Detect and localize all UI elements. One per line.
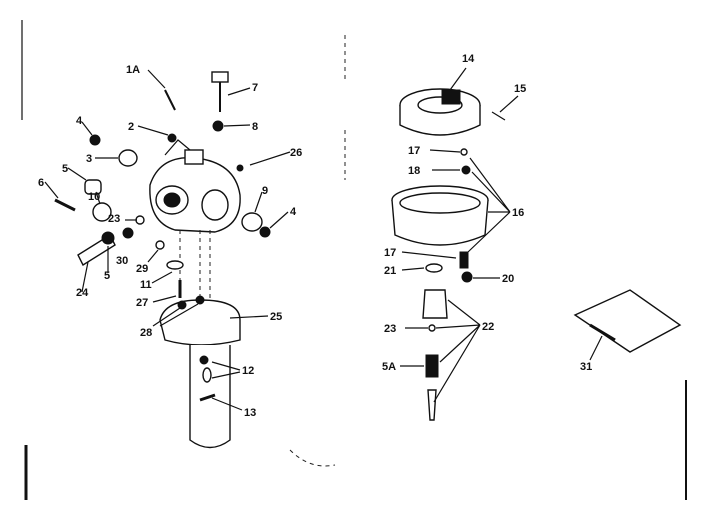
label-5a: 5A [382,361,396,373]
part-20-nut [461,271,473,283]
part-1a-shaft [164,89,176,111]
part-5-lower [101,231,115,245]
label-26: 26 [290,147,302,159]
part-28-b [195,295,205,305]
label-6: 6 [38,177,44,189]
label-23-left: 23 [108,213,120,225]
label-4-right: 4 [290,206,297,218]
label-2: 2 [128,121,134,133]
label-29: 29 [136,263,148,275]
label-31: 31 [580,361,592,373]
part-31-block [573,289,682,353]
label-10: 10 [88,191,100,203]
part-18-ball [461,165,471,175]
label-17-top: 17 [408,145,420,157]
part-29-ball [155,240,165,250]
label-27: 27 [136,297,148,309]
label-11: 11 [140,279,152,291]
part-5a-spring [425,354,439,378]
part-7-lever [211,71,229,83]
part-9-disc [241,212,263,232]
part-8-nut [212,120,224,132]
label-3: 3 [86,153,92,165]
part-4-right [259,226,271,238]
label-14: 14 [462,53,475,65]
label-16: 16 [512,207,524,219]
label-20: 20 [502,273,514,285]
label-13: 13 [244,407,256,419]
label-9: 9 [262,185,268,197]
label-23-right: 23 [384,323,396,335]
part-26-screw [236,164,244,172]
part-22-pin [427,389,437,421]
label-4-top: 4 [76,115,83,127]
label-7: 7 [252,82,258,94]
label-17-lower: 17 [384,247,396,259]
label-15: 15 [514,83,526,95]
label-18: 18 [408,165,420,177]
label-12: 12 [242,365,254,377]
part-2-clip [167,133,177,143]
label-24: 24 [76,287,89,299]
part-6-pin [54,198,76,212]
part-15-clip [491,111,506,121]
part-10-ring [92,202,112,222]
bottom-dashed-curve [289,449,336,467]
label-8: 8 [252,121,258,133]
label-5-top: 5 [62,163,68,175]
part-21-gasket [425,263,443,273]
part-22-valve-seat [422,289,448,319]
part-4-top [89,134,101,146]
part-17-top [460,148,468,156]
label-1a: 1A [126,64,140,76]
label-5-lower: 5 [104,270,110,282]
part-28-a [177,300,187,310]
label-30: 30 [116,255,128,267]
part-3-disc [118,149,138,167]
part-5-bushing [84,179,102,195]
part-30-nut [122,227,134,239]
part-11-washer [166,260,184,270]
part-12-top [199,355,209,365]
part-13-screw [199,393,216,402]
part-14-cover [399,88,481,136]
label-25: 25 [270,311,282,323]
label-28: 28 [140,327,152,339]
part-23-right [428,324,436,332]
label-22: 22 [482,321,494,333]
carburetor-body [149,139,241,233]
part-16-float-bowl [391,185,489,246]
part-17-spring [459,251,469,269]
label-21: 21 [384,265,396,277]
part-23-left [135,215,145,225]
part-12-body [202,367,212,383]
